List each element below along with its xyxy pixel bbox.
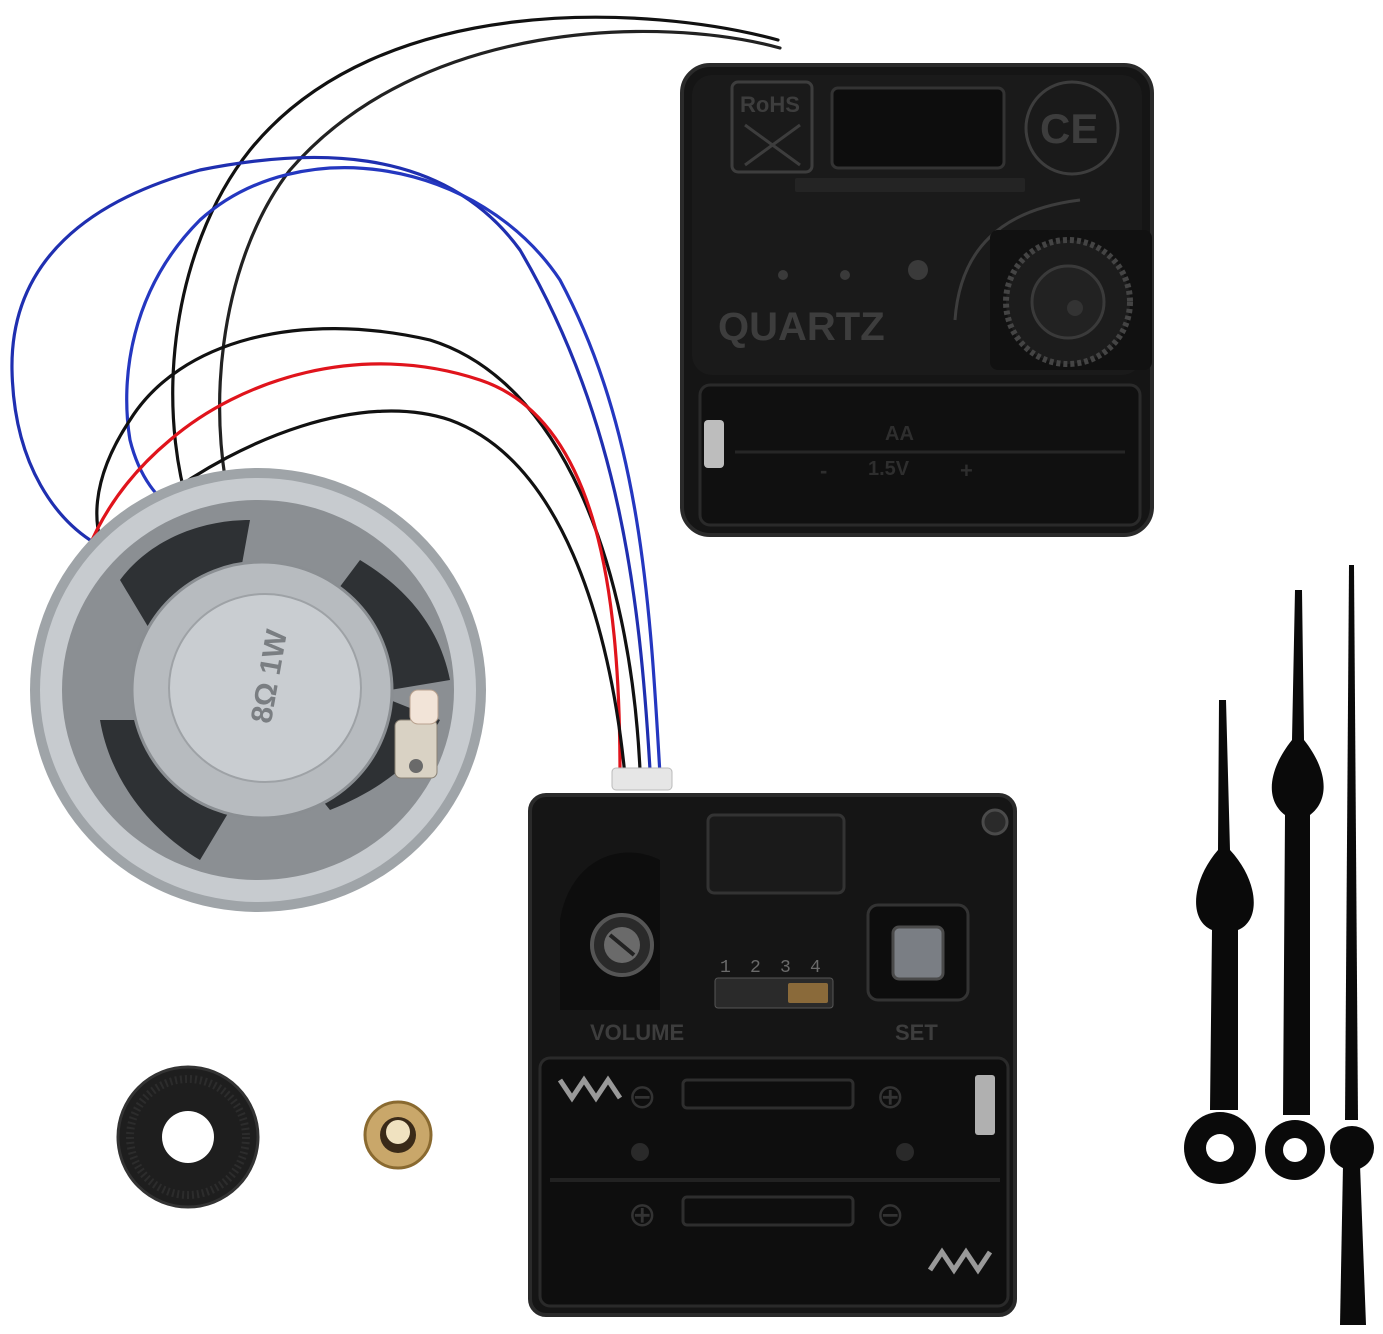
label-window xyxy=(830,86,1006,170)
svg-text:⊖: ⊖ xyxy=(628,1078,657,1116)
battery-contact xyxy=(975,1075,995,1135)
wire-connector xyxy=(611,767,673,791)
setting-knob-gear xyxy=(990,230,1152,370)
minute-hand xyxy=(1265,590,1325,1180)
set-label: SET xyxy=(895,1020,938,1045)
rohs-mark: RoHS xyxy=(730,80,814,174)
hour-hand xyxy=(1184,700,1256,1184)
pivot-hole xyxy=(778,270,788,280)
speaker-frame-window xyxy=(330,560,450,690)
battery-contact xyxy=(704,420,724,468)
label-window xyxy=(706,813,846,895)
top-battery-compartment: AA 1.5V - + xyxy=(698,383,1142,527)
clock-hands xyxy=(1184,565,1374,1325)
bottom-clock-movement: VOLUME 1 2 3 4 SET ⊖ ⊕ ⊕ ⊖ xyxy=(528,793,1017,1317)
speaker: 8Ω 1W xyxy=(30,468,486,912)
svg-text:1.5V: 1.5V xyxy=(868,458,910,480)
svg-text:+: + xyxy=(960,458,973,483)
svg-text:⊕: ⊕ xyxy=(876,1078,905,1116)
bottom-battery-compartment: ⊖ ⊕ ⊕ ⊖ xyxy=(538,1056,1010,1308)
battery-spring xyxy=(557,1075,623,1103)
svg-text:4: 4 xyxy=(810,958,821,978)
brass-washer xyxy=(363,1100,433,1170)
rubber-washer xyxy=(116,1065,260,1209)
battery-spring xyxy=(927,1247,993,1275)
svg-text:CE: CE xyxy=(1040,105,1098,152)
svg-text:AA: AA xyxy=(885,423,914,445)
mounting-hole xyxy=(981,808,1009,836)
volume-knob xyxy=(560,852,660,1010)
wire-blue-outer xyxy=(10,155,652,772)
pivot-hole xyxy=(840,270,850,280)
svg-text:-: - xyxy=(820,458,827,483)
svg-text:⊖: ⊖ xyxy=(876,1196,905,1234)
svg-text:⊕: ⊕ xyxy=(628,1196,657,1234)
top-clock-movement: RoHS CE QUARTZ AA xyxy=(680,63,1154,537)
second-hand xyxy=(1330,565,1374,1325)
volume-label: VOLUME xyxy=(590,1020,684,1045)
svg-text:2: 2 xyxy=(750,958,761,978)
brand-text: QUARTZ xyxy=(718,305,885,349)
svg-text:3: 3 xyxy=(780,958,791,978)
ce-mark: CE xyxy=(1024,80,1120,176)
speaker-frame-window xyxy=(100,720,230,860)
svg-text:1: 1 xyxy=(720,958,731,978)
melody-dip-switch: 1 2 3 4 xyxy=(714,958,834,1009)
pivot-hole xyxy=(908,260,928,280)
wire-blue-inner xyxy=(125,166,662,777)
set-button xyxy=(866,903,970,1002)
svg-text:RoHS: RoHS xyxy=(740,92,800,117)
speaker-frame-window xyxy=(120,520,250,630)
